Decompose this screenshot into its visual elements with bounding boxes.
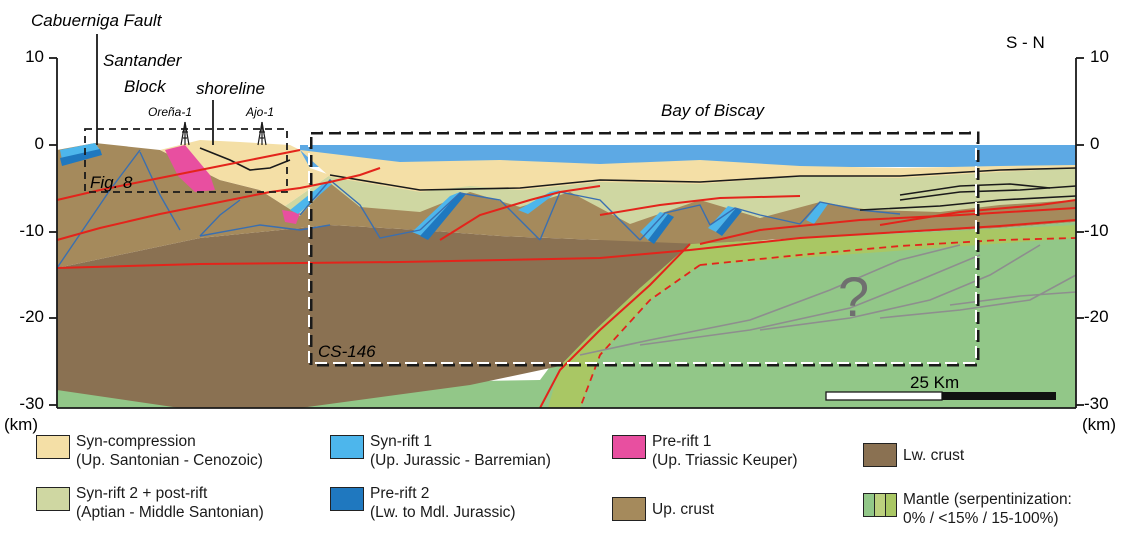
axes: [49, 57, 1084, 409]
right-tick-minus30: -30: [1084, 394, 1109, 413]
legend-label: Lw. crust: [903, 447, 965, 464]
horizon-lines: [199, 147, 1077, 211]
legend-label: Syn-compression: [76, 433, 196, 450]
legend-label: Up. crust: [652, 501, 715, 518]
well-orena-label: Oreña-1: [148, 105, 192, 119]
right-tick-minus20: -20: [1084, 307, 1109, 326]
right-tick-minus10: -10: [1084, 221, 1109, 240]
legend-sublabel: (Up. Jurassic - Barremian): [370, 452, 551, 469]
cs146-label: CS-146: [318, 342, 376, 361]
legend-sublabel: (Lw. to Mdl. Jurassic): [370, 504, 516, 521]
cabuerniga-fault-label: Cabuerniga Fault: [31, 11, 163, 30]
syn-rift-2-layer: [285, 168, 1076, 224]
left-tick-10: 10: [25, 47, 44, 66]
scale-bar-white: [825, 391, 943, 401]
question-mark: ?: [838, 265, 869, 328]
legend-swatch-pre-rift-1: [612, 435, 646, 459]
well-ajo-icon: [257, 121, 267, 146]
legend-sublabel: (Up. Triassic Keuper): [652, 452, 798, 469]
well-orena-icon: [180, 121, 190, 146]
right-axis-unit: (km): [1082, 415, 1116, 434]
legend-label: Syn-rift 2 + post-rift: [76, 485, 208, 502]
fig8-label: Fig. 8: [90, 173, 133, 192]
legend-item-syn-compression: Syn-compression (Up. Santonian - Cenozoic…: [36, 432, 263, 470]
legend-swatch-lw-crust: [863, 443, 897, 467]
legend-item-syn-rift-2: Syn-rift 2 + post-rift (Aptian - Middle S…: [36, 484, 264, 522]
pre-rift-1-layer-2: [282, 210, 300, 224]
legend-sublabel: (Up. Santonian - Cenozoic): [76, 452, 263, 469]
fig8-dashed-box: [84, 128, 288, 193]
moho-dashed: [579, 237, 1077, 409]
santander-block-label-2: Block: [124, 77, 167, 96]
mantle-layer: [57, 222, 1076, 408]
pre-rift-1-layer: [165, 145, 215, 192]
legend-label: Mantle (serpentinization:: [903, 491, 1072, 508]
tilted-blocks-outlines: [56, 149, 901, 269]
legend-swatch-syn-rift-1: [330, 435, 364, 459]
legend-item-up-crust: Up. crust: [612, 497, 715, 521]
legend-swatch-syn-rift-2: [36, 487, 70, 511]
legend-label: Pre-rift 1: [652, 433, 712, 450]
legend-label: Syn-rift 1: [370, 433, 433, 450]
legend-swatch-syn-compression: [36, 435, 70, 459]
legend-item-pre-rift-1: Pre-rift 1 (Up. Triassic Keuper): [612, 432, 798, 470]
legend-label: Pre-rift 2: [370, 485, 430, 502]
left-tick-minus30: -30: [19, 394, 44, 413]
left-axis-unit: (km): [4, 415, 38, 434]
left-tick-minus10: -10: [19, 221, 44, 240]
syn-compression-offshore: [300, 150, 1076, 192]
mantle-gray-lines: [579, 244, 1077, 356]
bay-of-biscay-label: Bay of Biscay: [661, 101, 765, 120]
right-tick-0: 0: [1090, 134, 1099, 153]
legend-sublabel: 0% / <15% / 15-100%): [903, 510, 1059, 527]
direction-label: S - N: [1006, 33, 1045, 52]
legend-swatch-up-crust: [612, 497, 646, 521]
right-tick-10: 10: [1090, 47, 1109, 66]
left-tick-0: 0: [35, 134, 44, 153]
scale-bar-black: [942, 392, 1056, 400]
legend-swatch-mantle: [863, 493, 897, 517]
legend-swatch-pre-rift-2: [330, 487, 364, 511]
cs146-dashed-box: [308, 130, 977, 364]
cs146-dashed-box-shadow: [309, 131, 980, 367]
legend-sublabel: (Aptian - Middle Santonian): [76, 504, 264, 521]
legend-item-lw-crust: Lw. crust: [863, 443, 965, 467]
scale-label: 25 Km: [910, 373, 959, 392]
legend-item-mantle: Mantle (serpentinization: 0% / <15% / 15-…: [863, 490, 1072, 528]
left-tick-minus20: -20: [19, 307, 44, 326]
legend: Syn-compression (Up. Santonian - Cenozoic…: [0, 420, 1128, 536]
legend-item-syn-rift-1: Syn-rift 1 (Up. Jurassic - Barremian): [330, 432, 551, 470]
serpentinized-mantle-band: [548, 225, 1076, 408]
well-ajo-label: Ajo-1: [245, 105, 274, 119]
legend-item-pre-rift-2: Pre-rift 2 (Lw. to Mdl. Jurassic): [330, 484, 516, 522]
santander-block-label-1: Santander: [103, 51, 183, 70]
shoreline-label: shoreline: [196, 79, 265, 98]
